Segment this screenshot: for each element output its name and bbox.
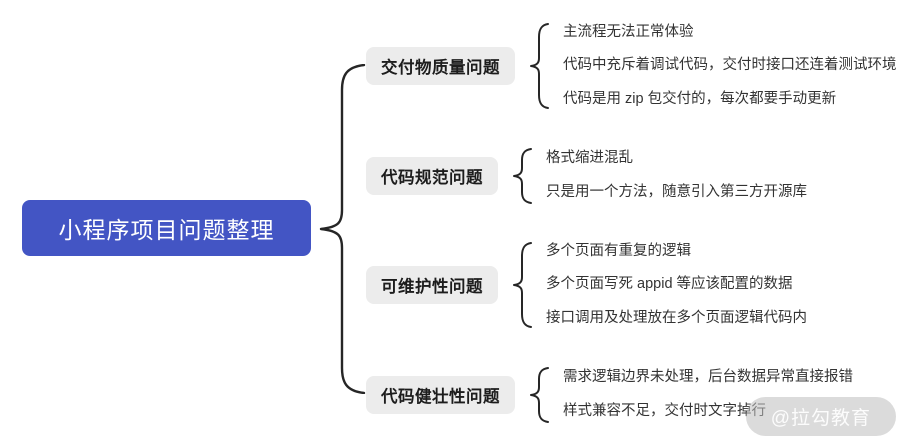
leaf-item: 样式兼容不足，交付时文字掉行 <box>563 402 766 419</box>
root-brace-connector <box>319 64 366 394</box>
brace-connector <box>530 23 549 110</box>
branch-node-maintainability: 可维护性问题 <box>366 266 498 305</box>
leaf-item: 代码中充斥着调试代码，交付时接口还连着测试环境 <box>563 57 897 74</box>
root-node: 小程序项目问题整理 <box>22 200 311 256</box>
leaf-list: 主流程无法正常体验 代码中充斥着调试代码，交付时接口还连着测试环境 代码是用 z… <box>563 16 897 116</box>
branch-node-delivery-quality: 交付物质量问题 <box>366 47 515 86</box>
leaf-item: 多个页面写死 appid 等应该配置的数据 <box>546 276 793 293</box>
leaf-list: 需求逻辑边界未处理，后台数据异常直接报错 样式兼容不足，交付时文字掉行 <box>563 361 853 428</box>
leaf-item: 主流程无法正常体验 <box>563 24 694 40</box>
leaf-item: 只是用一个方法，随意引入第三方开源库 <box>546 183 807 200</box>
watermark-label: @拉勾教育 <box>770 408 871 429</box>
branch-group-maintainability: 可维护性问题 多个页面有重复的逻辑 多个页面写死 appid 等应该配置的数据 … <box>366 235 897 335</box>
leaf-list: 多个页面有重复的逻辑 多个页面写死 appid 等应该配置的数据 接口调用及处理… <box>546 235 807 335</box>
leaf-item: 多个页面有重复的逻辑 <box>546 243 691 260</box>
branch-group-code-style: 代码规范问题 格式缩进混乱 只是用一个方法，随意引入第三方开源库 <box>366 142 897 209</box>
branch-node-code-style: 代码规范问题 <box>366 156 498 195</box>
branch-group-delivery-quality: 交付物质量问题 主流程无法正常体验 代码中充斥着调试代码，交付时接口还连着测试环… <box>366 16 897 116</box>
branches-column: 交付物质量问题 主流程无法正常体验 代码中充斥着调试代码，交付时接口还连着测试环… <box>366 16 897 428</box>
brace-connector <box>530 366 549 423</box>
branch-node-robustness: 代码健壮性问题 <box>366 375 515 414</box>
leaf-item: 需求逻辑边界未处理，后台数据异常直接报错 <box>563 369 853 386</box>
brace-connector <box>513 242 532 329</box>
leaf-item: 接口调用及处理放在多个页面逻辑代码内 <box>546 309 807 326</box>
leaf-item: 格式缩进混乱 <box>546 150 633 167</box>
branch-group-robustness: 代码健壮性问题 需求逻辑边界未处理，后台数据异常直接报错 样式兼容不足，交付时文… <box>366 361 897 428</box>
leaf-item: 代码是用 zip 包交付的，每次都要手动更新 <box>563 90 837 107</box>
watermark-badge: @拉勾教育 <box>745 397 896 436</box>
root-node-label: 小程序项目问题整理 <box>58 217 275 243</box>
brace-connector <box>513 147 532 204</box>
leaf-list: 格式缩进混乱 只是用一个方法，随意引入第三方开源库 <box>546 142 807 209</box>
